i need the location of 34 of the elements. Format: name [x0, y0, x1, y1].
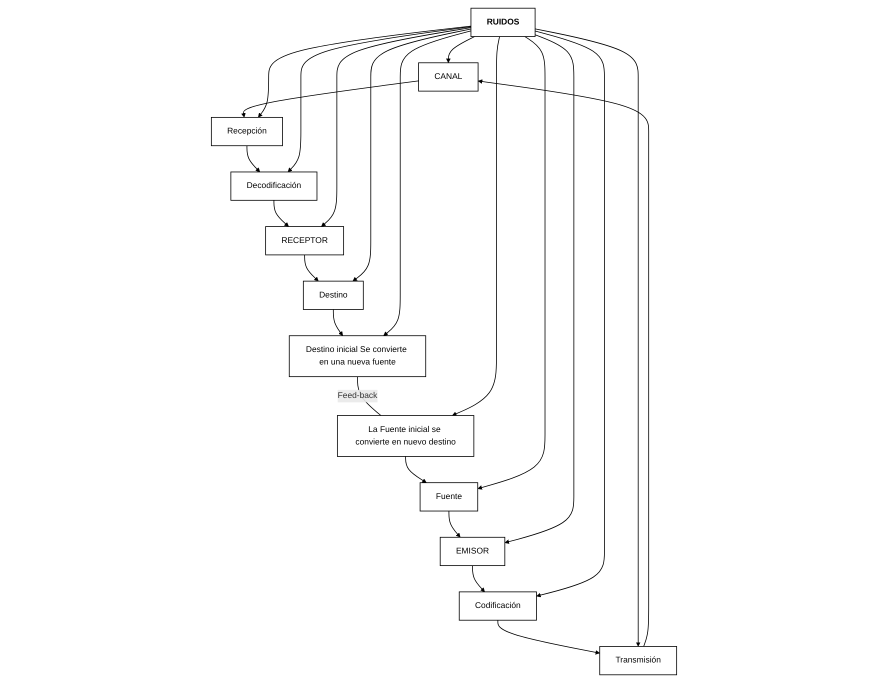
node-box: Fuente	[420, 482, 478, 512]
arrow	[304, 254, 319, 282]
arrow	[478, 79, 650, 647]
arrow	[321, 27, 472, 227]
node-box: Recepción	[210, 116, 283, 146]
node-box: Destino inicial Se convierte en una nueva fuente	[288, 335, 426, 378]
arrow	[534, 28, 640, 647]
node-box: La Fuente inicial se convierte en nuevo destino	[336, 415, 474, 457]
node-box: Codificación	[458, 591, 537, 621]
arrow	[383, 30, 472, 336]
arrow	[246, 145, 260, 172]
arrow	[258, 26, 472, 118]
node-box: Destino	[302, 280, 364, 310]
node-box: Transmisión	[599, 646, 678, 676]
edge-label: Feed-back	[338, 391, 378, 400]
arrow	[534, 30, 605, 598]
arrow	[452, 36, 500, 416]
arrow	[405, 456, 427, 483]
arrow	[446, 36, 476, 63]
arrow	[274, 200, 289, 227]
node-box: EMISOR	[440, 536, 506, 566]
node-box: CANAL	[418, 62, 478, 92]
arrow	[472, 565, 485, 592]
node-box: RUIDOS	[470, 8, 536, 37]
arrow	[352, 28, 472, 282]
node-box: Decodificación	[230, 172, 318, 201]
arrow	[332, 309, 343, 336]
arrow	[504, 34, 574, 544]
arrow	[497, 620, 600, 655]
arrow	[288, 26, 472, 172]
arrow	[241, 80, 419, 118]
arrow	[448, 510, 460, 538]
arrow	[478, 36, 546, 490]
node-box: RECEPTOR	[265, 226, 344, 256]
